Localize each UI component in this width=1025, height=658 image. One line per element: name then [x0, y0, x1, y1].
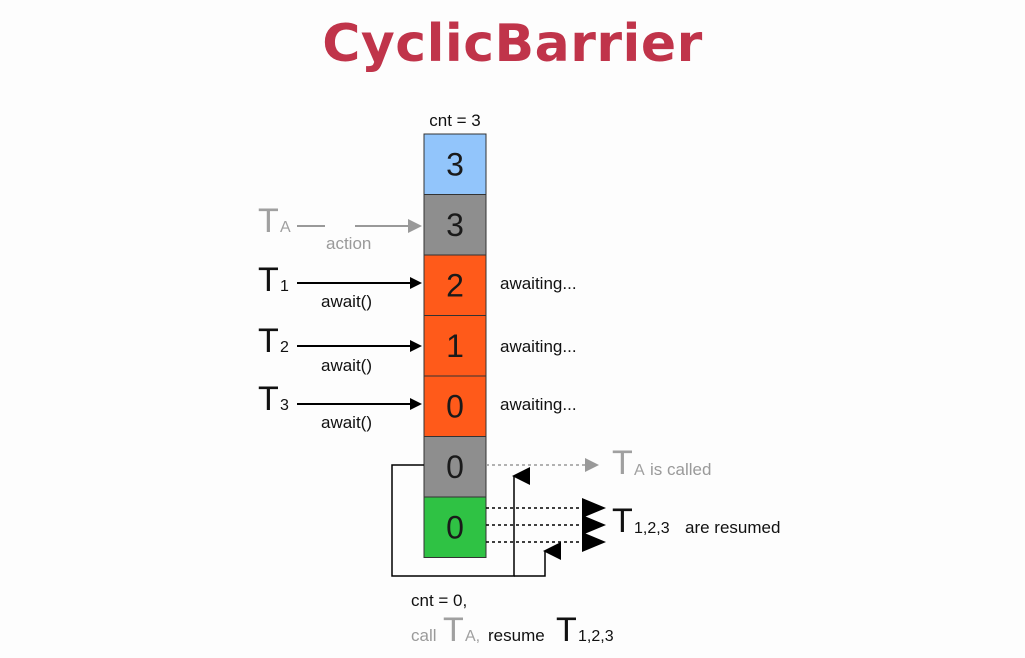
ta-called-text: is called	[650, 460, 711, 479]
counter-cell	[423, 254, 487, 316]
thread-a-call: action	[326, 234, 371, 253]
thread-1-sub: 1	[280, 278, 289, 295]
thread-3-call: await()	[321, 413, 372, 432]
thread-a-letter: T	[258, 202, 279, 240]
thread-2-call: await()	[321, 356, 372, 375]
counter-cell	[423, 133, 487, 195]
counter-cell-value: 3	[446, 146, 464, 182]
thread-1-status: awaiting...	[500, 274, 577, 293]
thread-2-row: T 2 await() awaiting...	[258, 322, 577, 375]
loop-back-lines	[391, 464, 561, 577]
counter-cell	[423, 496, 487, 558]
thread-3-sub: 3	[280, 397, 289, 414]
thread-2-letter: T	[258, 322, 279, 360]
bottom-t-letter: T	[556, 611, 577, 649]
loop-to-resume	[514, 542, 561, 577]
counter-cell-value: 2	[446, 267, 464, 303]
thread-3-status: awaiting...	[500, 395, 577, 414]
bottom-caption: cnt = 0, call T A, resume T 1,2,3	[411, 591, 614, 649]
thread-1-call: await()	[321, 292, 372, 311]
counter-cell-value: 1	[446, 328, 464, 364]
resumed-sub: 1,2,3	[634, 520, 670, 537]
resumed-text: are resumed	[685, 518, 780, 537]
bottom-line-1: cnt = 0,	[411, 591, 467, 610]
counter-cell-value: 0	[446, 388, 464, 424]
resumed-row: T 1,2,3 are resumed	[486, 498, 780, 552]
ta-called-letter: T	[612, 444, 633, 482]
thread-a-row: T A action	[258, 202, 422, 253]
bottom-call-word: call	[411, 626, 437, 645]
counter-column: 3 3 2 1 0 0 0	[423, 133, 487, 558]
page-title: CyclicBarrier	[322, 14, 703, 74]
bottom-ta-sub: A,	[465, 628, 480, 645]
resumed-letter: T	[612, 502, 633, 540]
thread-3-row: T 3 await() awaiting...	[258, 380, 577, 432]
thread-2-sub: 2	[280, 339, 289, 356]
counter-cell-value: 3	[446, 207, 464, 243]
counter-cell-value: 0	[446, 509, 464, 545]
loop-to-ta	[391, 464, 530, 577]
thread-1-row: T 1 await() awaiting...	[258, 261, 577, 311]
ta-called-sub: A	[634, 462, 645, 479]
thread-1-letter: T	[258, 261, 279, 299]
top-count-label: cnt = 3	[429, 111, 481, 130]
counter-cell	[423, 194, 487, 256]
thread-2-status: awaiting...	[500, 337, 577, 356]
bottom-ta-letter: T	[443, 611, 464, 649]
thread-a-sub: A	[280, 219, 291, 236]
bottom-t-sub: 1,2,3	[578, 628, 614, 645]
thread-3-letter: T	[258, 380, 279, 418]
ta-called-row: T A is called	[486, 444, 711, 482]
counter-cell-value: 0	[446, 449, 464, 485]
bottom-resume-word: resume	[488, 626, 545, 645]
